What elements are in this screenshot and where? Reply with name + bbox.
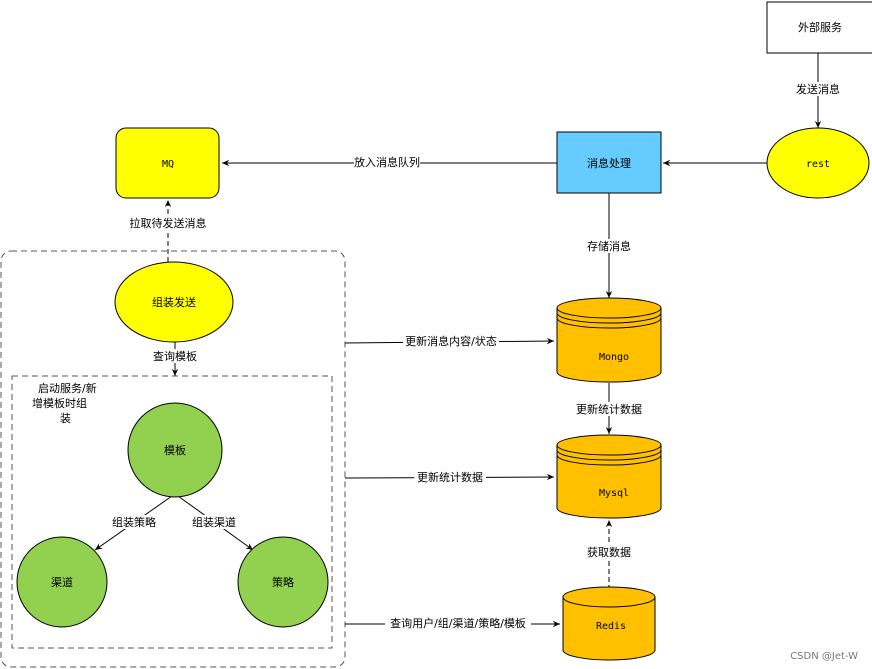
node-external-service: 外部服务 (766, 1, 872, 54)
node-redis: Redis (562, 586, 656, 661)
template-label: 模板 (164, 443, 186, 457)
outer-dashed-group (0, 250, 346, 668)
label-query-template: 查询模板 (153, 349, 197, 363)
node-rest: rest (766, 127, 870, 199)
node-msg-process: 消息处理 (556, 131, 662, 194)
label-send-msg: 发送消息 (796, 82, 840, 96)
external-service-label: 外部服务 (798, 20, 842, 34)
label-store-msg: 存储消息 (587, 239, 631, 253)
inner-dashed-group (11, 375, 333, 649)
node-template: 模板 (127, 402, 223, 498)
label-update-stats-1: 更新统计数据 (576, 402, 642, 416)
watermark: CSDN @Jet-W (790, 651, 858, 662)
label-update-content: 更新消息内容/状态 (405, 334, 497, 348)
node-assemble-send: 组装发送 (114, 261, 234, 343)
assemble-send-label: 组装发送 (152, 295, 196, 309)
msg-process-label: 消息处理 (587, 156, 631, 170)
node-channel: 渠道 (16, 536, 108, 628)
node-strategy: 策略 (237, 536, 329, 628)
label-query-all: 查询用户/组/渠道/策略/模板 (390, 616, 526, 630)
label-assemble-channel: 组装渠道 (192, 515, 236, 529)
mongo-label: Mongo (599, 352, 629, 363)
label-assemble-strategy: 组装策略 (112, 515, 156, 529)
strategy-label: 策略 (272, 575, 294, 589)
node-mq: MQ (115, 127, 220, 199)
label-pull-msg: 拉取待发送消息 (130, 216, 207, 230)
label-to-queue: 放入消息队列 (354, 155, 420, 169)
label-get-data: 获取数据 (587, 545, 631, 559)
rest-label: rest (806, 159, 830, 170)
node-mongo: Mongo (556, 297, 662, 383)
inner-group-note: 启动服务/新 增模板时组 装 (32, 381, 100, 425)
channel-label: 渠道 (51, 575, 73, 589)
redis-label: Redis (596, 621, 626, 632)
node-mysql: Mysql (556, 434, 662, 519)
mq-label: MQ (162, 159, 174, 170)
label-update-stats-2: 更新统计数据 (417, 470, 483, 484)
mysql-label: Mysql (599, 488, 629, 499)
